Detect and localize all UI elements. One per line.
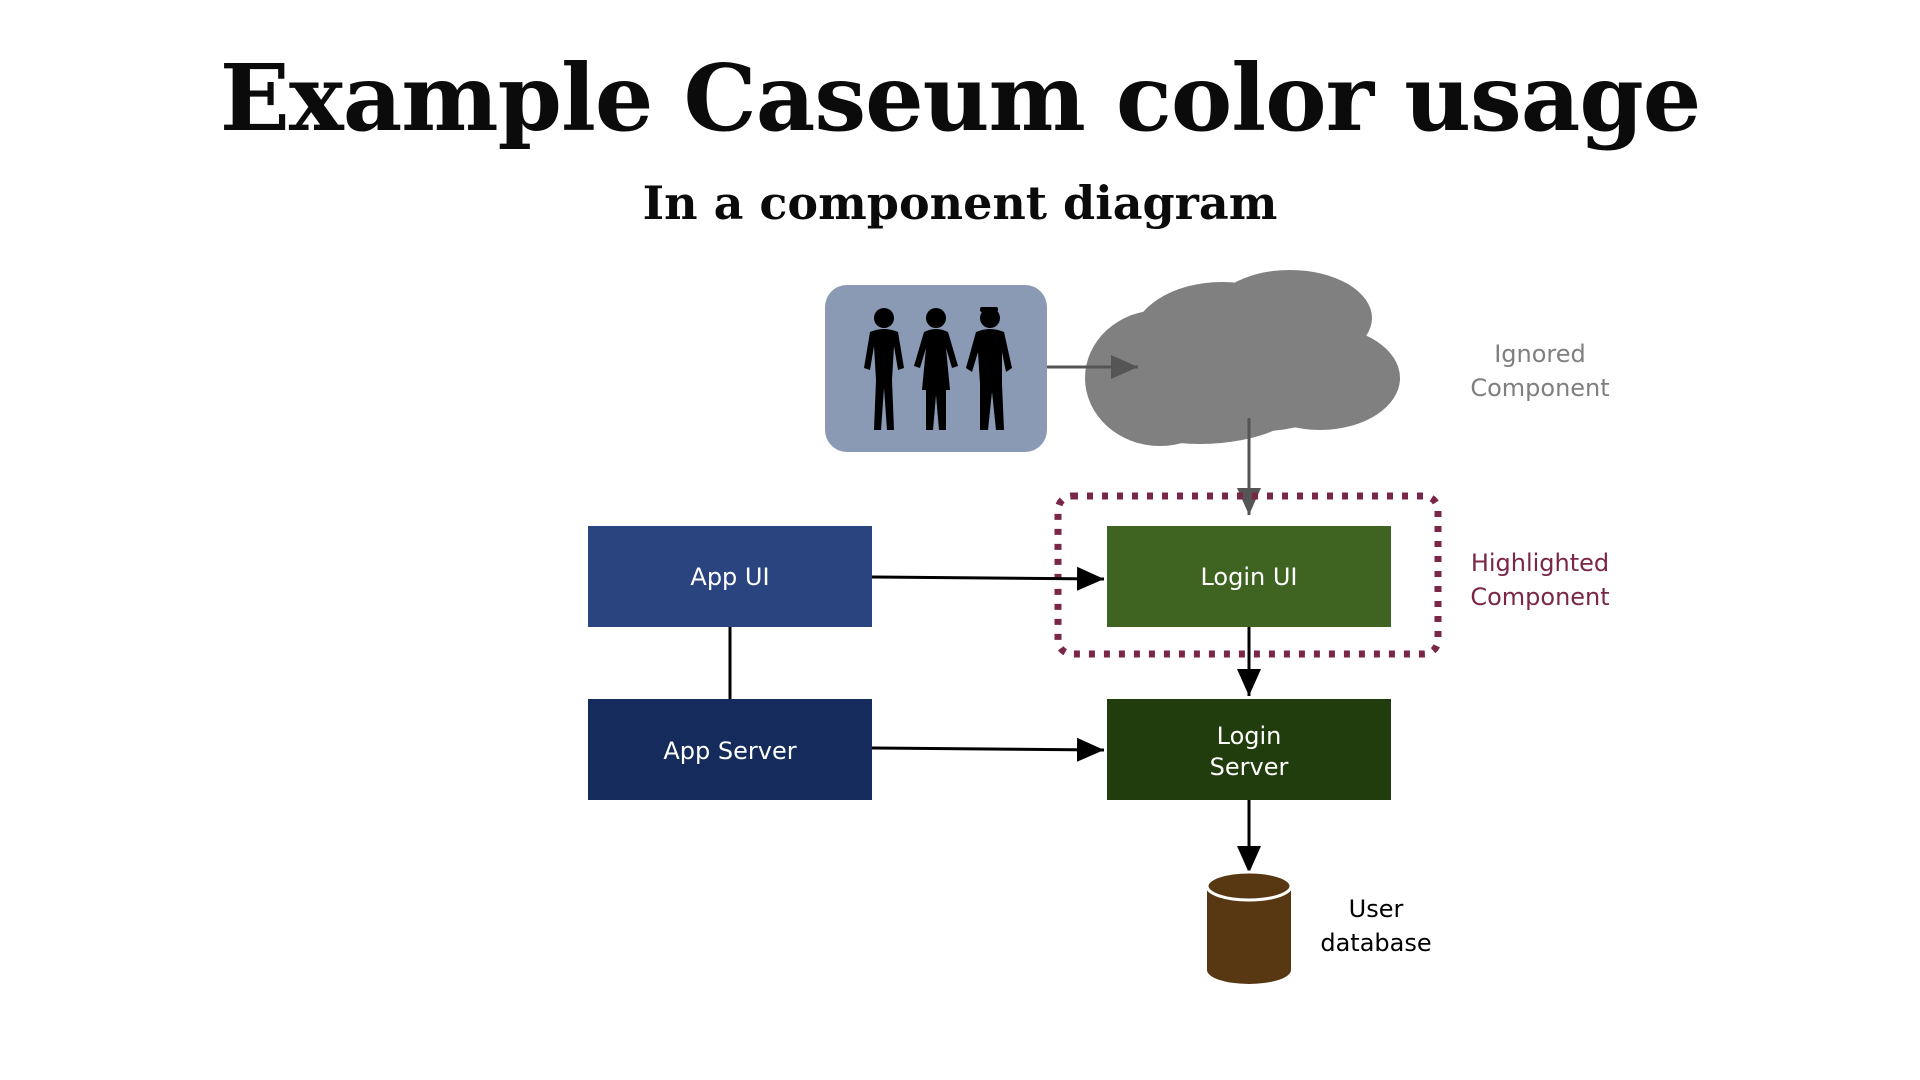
app-server-label: App Server: [663, 737, 796, 765]
login-server-label-line2: Server: [1210, 753, 1289, 781]
cloud-icon: [1085, 270, 1400, 446]
login-server-label-line1: Login: [1217, 722, 1282, 750]
highlighted-component-label: Highlighted Component: [1470, 549, 1609, 611]
arrow-app-server-to-login-server: [871, 737, 1105, 762]
user-database-label: User database: [1320, 895, 1431, 957]
ignored-component-label: Ignored Component: [1470, 340, 1609, 402]
highlighted-label-line2: Component: [1470, 583, 1609, 611]
app-ui-component: App UI: [588, 526, 872, 627]
people-silhouettes-icon: [864, 307, 1012, 430]
ignored-label-line2: Component: [1470, 374, 1609, 402]
database-label-line2: database: [1320, 929, 1431, 957]
users-box: [825, 285, 1047, 452]
login-ui-component: Login UI: [1107, 526, 1391, 627]
app-server-component: App Server: [588, 699, 872, 800]
database-label-line1: User: [1349, 895, 1404, 923]
login-server-component: Login Server: [1107, 699, 1391, 800]
ignored-label-line1: Ignored: [1494, 340, 1586, 368]
login-ui-label: Login UI: [1200, 563, 1297, 591]
highlighted-label-line1: Highlighted: [1471, 549, 1609, 577]
slide-subtitle: In a component diagram: [642, 176, 1278, 230]
highlight-border: [1054, 492, 1442, 658]
slide-title: Example Caseum color usage: [219, 44, 1702, 152]
database-cylinder-icon: [1205, 870, 1293, 984]
arrow-app-ui-to-login-ui: [871, 566, 1105, 591]
app-ui-label: App UI: [690, 563, 769, 591]
